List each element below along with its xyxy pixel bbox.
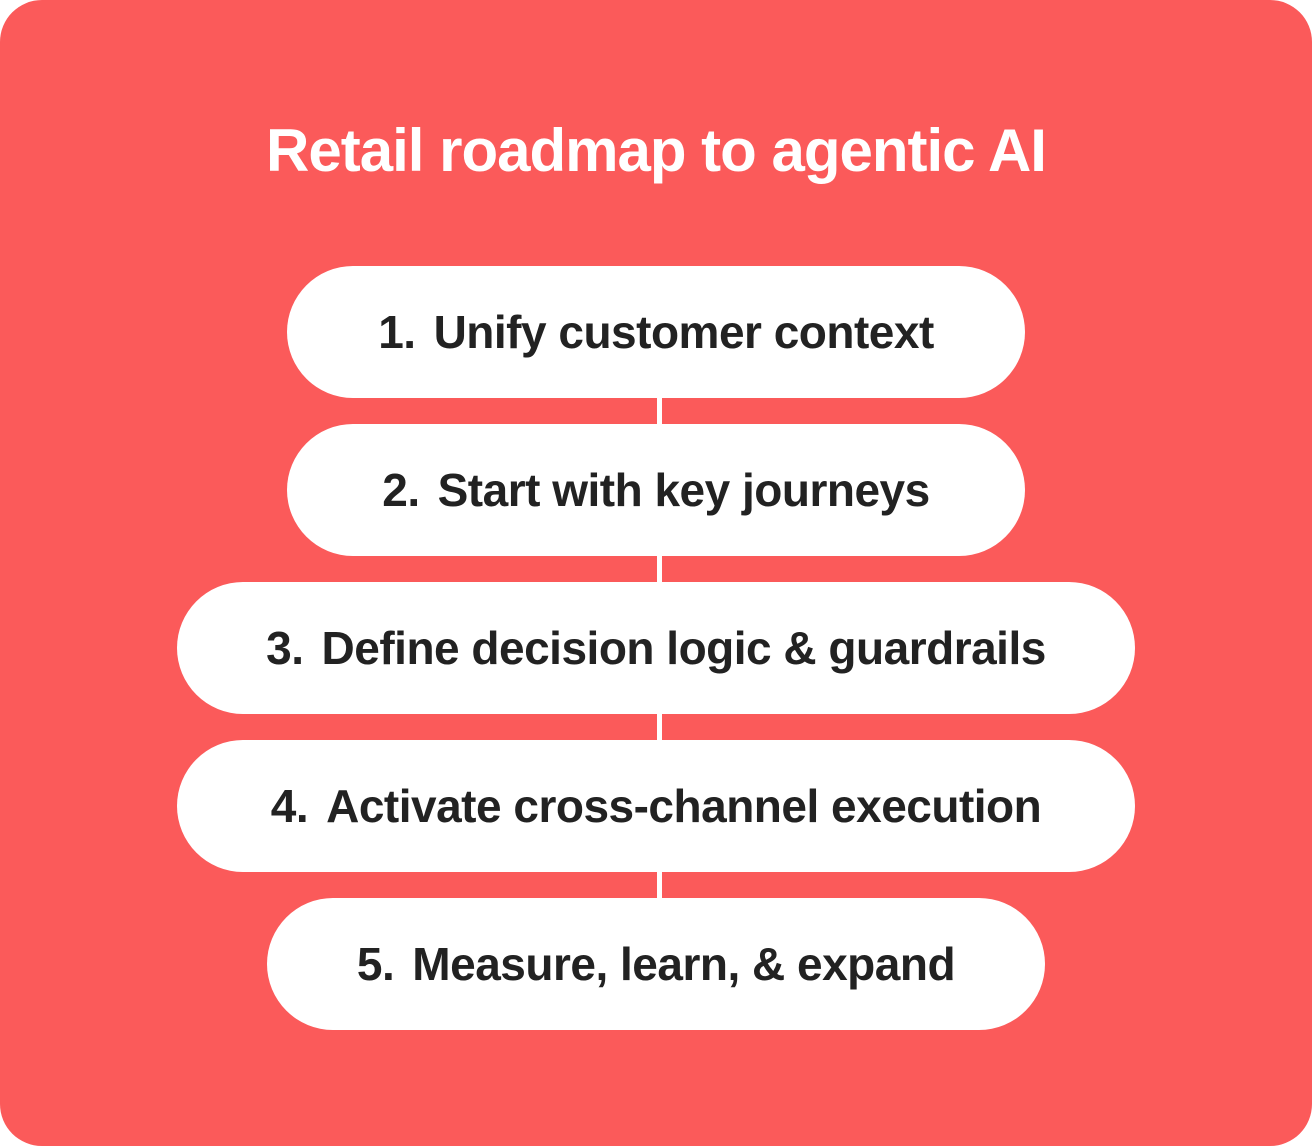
connector-line: [657, 340, 662, 960]
step-label: Start with key journeys: [437, 464, 931, 516]
step-label: Unify customer context: [433, 306, 935, 358]
step-number: 3.: [266, 622, 304, 674]
step-number: 4.: [270, 780, 309, 832]
roadmap-steps: 1. Unify customer context 2. Start with …: [0, 266, 1312, 1030]
step-label: Define decision logic & guardrails: [321, 622, 1047, 674]
step-number: 2.: [382, 464, 420, 516]
step-label: Measure, learn, & expand: [412, 938, 956, 990]
step-label: Activate cross-channel execution: [326, 780, 1042, 832]
step-number: 1.: [378, 306, 416, 358]
step-pill-3: 3. Define decision logic & guardrails: [177, 582, 1135, 714]
step-pill-5: 5. Measure, learn, & expand: [267, 898, 1045, 1030]
step-pill-1: 1. Unify customer context: [287, 266, 1025, 398]
step-number: 5.: [356, 938, 395, 990]
step-pill-4: 4. Activate cross-channel execution: [177, 740, 1135, 872]
step-pill-2: 2. Start with key journeys: [287, 424, 1025, 556]
page-title: Retail roadmap to agentic AI: [266, 117, 1047, 184]
